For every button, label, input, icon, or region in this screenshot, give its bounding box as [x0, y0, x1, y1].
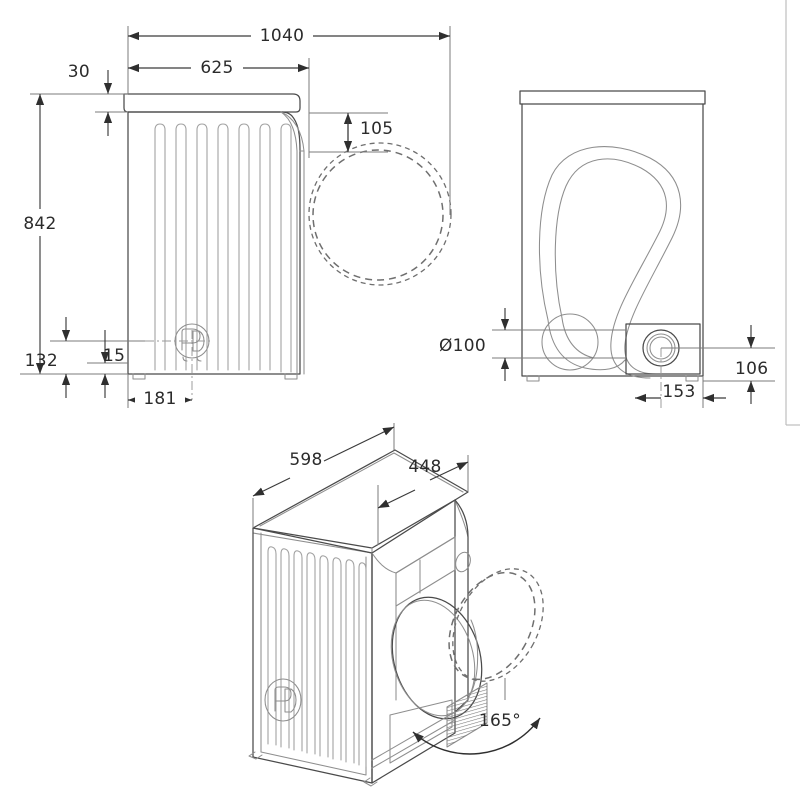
- iso-door-open-ghost: [448, 568, 544, 682]
- rear-outlet-box: [625, 323, 701, 375]
- dimension-105-label: 105: [360, 119, 393, 139]
- side-feet: [132, 373, 298, 380]
- dimension-132-label: 132: [25, 351, 58, 371]
- isometric-view: 598 448 165°: [248, 423, 544, 787]
- side-elevation-view: 1040 625 30 842: [20, 24, 452, 410]
- dimension-105: 105: [309, 112, 393, 153]
- dimension-1040-label: 1040: [260, 26, 304, 46]
- dimension-181: 181: [127, 330, 193, 410]
- iso-control-panel: [395, 536, 456, 607]
- dimension-448-label: 448: [408, 457, 441, 477]
- rear-cabinet-outline: [521, 103, 704, 377]
- dimension-dia100: Ø100: [439, 308, 626, 381]
- rear-elevation-view: Ø100 153 106: [439, 90, 775, 408]
- rear-duct-outline: [538, 146, 682, 379]
- dimension-181-label: 181: [143, 389, 176, 409]
- rear-drum-circle: [541, 313, 599, 371]
- dimension-30: 30: [68, 62, 128, 136]
- rear-feet: [526, 375, 699, 382]
- side-panel-ribs: [154, 123, 292, 373]
- dimension-153-label: 153: [662, 382, 695, 402]
- side-body-outline: [123, 93, 305, 375]
- dimension-598: 598: [252, 423, 395, 528]
- dimension-15-label: 15: [103, 346, 125, 366]
- dimension-625: 625: [127, 56, 310, 158]
- iso-top-surface: [252, 449, 469, 549]
- dimension-1040: 1040: [127, 24, 451, 215]
- dimension-106-label: 106: [735, 359, 768, 379]
- iso-left-panel-ribs: [267, 546, 367, 767]
- rear-top-lid: [519, 90, 706, 105]
- dimension-842: 842: [23, 93, 128, 375]
- dimension-165-degrees: 165°: [412, 678, 541, 755]
- iso-vent-cap-icon: [264, 678, 302, 722]
- dimension-15: 15: [87, 330, 128, 398]
- side-door-swing-arc: [308, 142, 452, 286]
- iso-front-face: [371, 499, 456, 784]
- dimension-448: 448: [377, 455, 469, 545]
- dimension-dia100-label: Ø100: [439, 336, 486, 356]
- dimension-625-label: 625: [200, 58, 233, 78]
- dimension-598-label: 598: [289, 450, 322, 470]
- dimension-153: 153: [635, 348, 726, 408]
- dimension-842-label: 842: [23, 214, 56, 234]
- dimension-30-label: 30: [68, 62, 90, 82]
- dimension-106: 106: [661, 325, 775, 404]
- iso-feet: [248, 751, 378, 787]
- dimension-165-label: 165°: [479, 711, 521, 731]
- iso-control-knob-icon: [455, 551, 471, 573]
- dimension-132: 132: [20, 317, 145, 398]
